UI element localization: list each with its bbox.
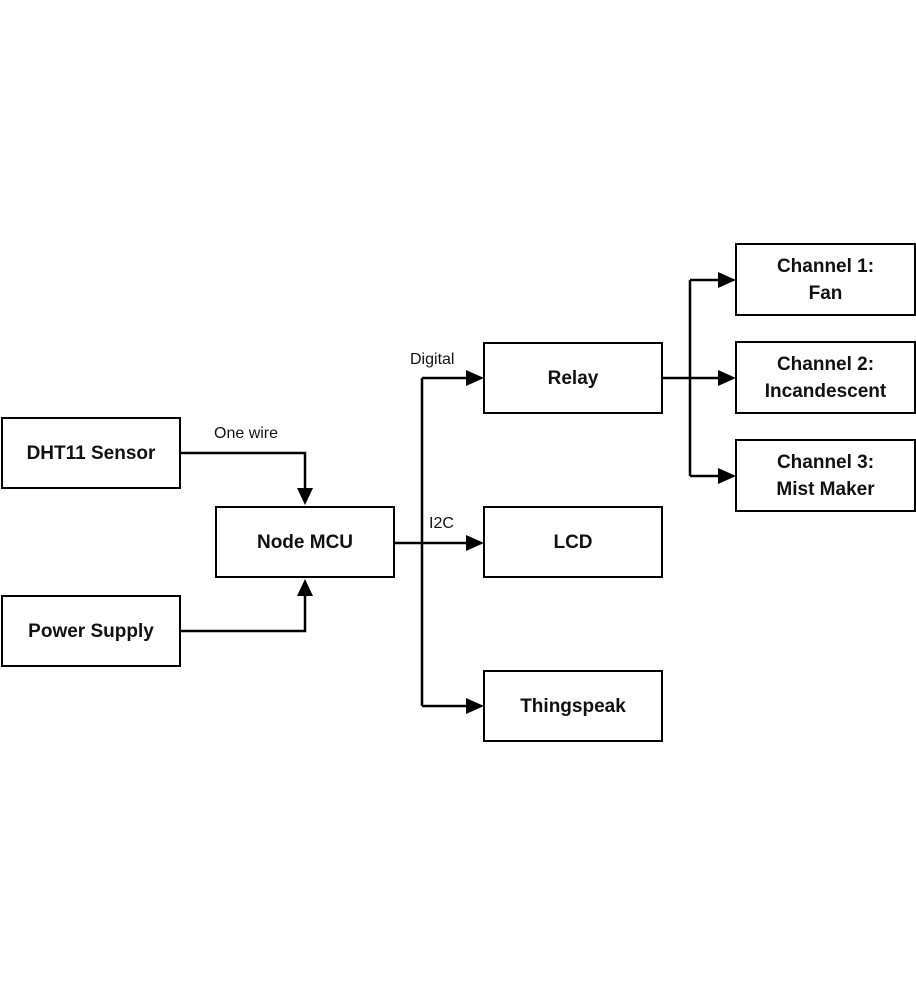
edge-label-i2c: I2C xyxy=(429,515,454,532)
arrowhead-icon xyxy=(297,579,313,596)
node-power-supply: Power Supply xyxy=(1,595,181,667)
node-label: Relay xyxy=(547,367,599,389)
arrowhead-icon xyxy=(718,468,736,484)
edge-power-nodemcu xyxy=(180,596,307,633)
edge-label-digital: Digital xyxy=(410,351,455,368)
node-label-line1: Channel 2: xyxy=(776,353,875,375)
node-label-line1: Channel 1: xyxy=(776,255,875,277)
node-label-line1: Channel 3: xyxy=(776,451,875,473)
node-relay: Relay xyxy=(483,342,663,414)
arrowhead-icon xyxy=(718,272,736,288)
node-nodemcu: Node MCU xyxy=(215,506,395,578)
arrowhead-icon xyxy=(466,370,484,386)
edge-dht11-nodemcu xyxy=(180,451,307,490)
node-label: DHT11 Sensor xyxy=(26,442,156,464)
node-label: LCD xyxy=(553,531,593,553)
node-lcd: LCD xyxy=(483,506,663,578)
arrowhead-icon xyxy=(466,698,484,714)
node-channel-1-fan: Channel 1: Fan xyxy=(735,243,916,316)
node-label-line2: Fan xyxy=(808,282,843,304)
node-label: Node MCU xyxy=(256,531,354,553)
node-channel-3-mist-maker: Channel 3: Mist Maker xyxy=(735,439,916,512)
arrowhead-icon xyxy=(466,535,484,551)
node-label-line2: Incandescent xyxy=(764,380,887,402)
edge-label-one-wire: One wire xyxy=(214,425,279,442)
node-label: Thingspeak xyxy=(520,695,626,717)
node-thingspeak: Thingspeak xyxy=(483,670,663,742)
arrowhead-icon xyxy=(297,488,313,505)
node-dht11-sensor: DHT11 Sensor xyxy=(1,417,181,489)
node-label: Power Supply xyxy=(28,620,154,642)
node-channel-2-incandescent: Channel 2: Incandescent xyxy=(735,341,916,414)
arrowhead-icon xyxy=(718,370,736,386)
node-label-line2: Mist Maker xyxy=(776,478,875,500)
